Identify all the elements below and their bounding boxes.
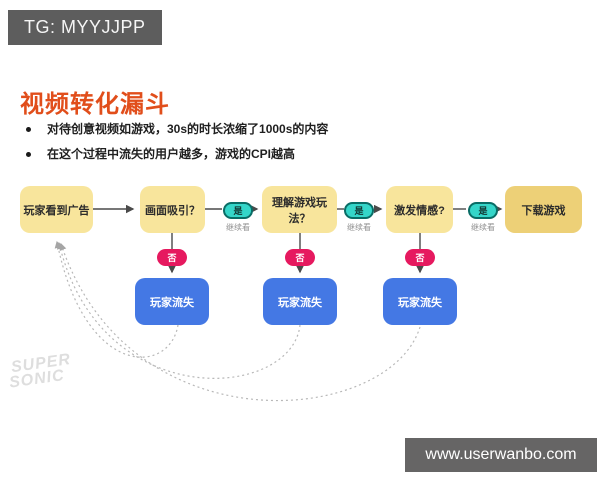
website-watermark-badge: www.userwanbo.com <box>405 438 597 472</box>
bullet-dot-icon <box>26 127 31 132</box>
bullet-item: 对待创意视频如游戏，30s的时长浓缩了1000s的内容 <box>26 122 466 137</box>
bullet-item: 在这个过程中流失的用户越多，游戏的CPI越高 <box>26 147 466 162</box>
no-pill-1: 否 <box>157 249 187 266</box>
website-watermark-label: www.userwanbo.com <box>425 446 577 463</box>
loop-churn3-stage1 <box>59 242 421 402</box>
bullet-dot-icon <box>26 152 31 157</box>
stage-evoke-emotion: 激发情感? <box>386 186 453 233</box>
telegram-watermark-label: TG: MYYJJPP <box>24 17 146 37</box>
telegram-watermark-badge: TG: MYYJJPP <box>8 10 162 45</box>
yes-pill-1: 是 <box>223 202 253 219</box>
no-pill-2: 否 <box>285 249 315 266</box>
yes-pill-3: 是 <box>468 202 498 219</box>
loop-churn2-stage1 <box>56 241 301 379</box>
yes-sublabel-1: 继续看 <box>226 223 250 232</box>
stage-see-ad: 玩家看到广告 <box>20 186 93 233</box>
stage-visual-appeal: 画面吸引？ <box>140 186 205 233</box>
stage-understand-gameplay: 理解游戏玩法？ <box>262 186 337 233</box>
yes-sublabel-3: 继续看 <box>471 223 495 232</box>
bullet-text: 对待创意视频如游戏，30s的时长浓缩了1000s的内容 <box>47 122 329 136</box>
bullet-list: 对待创意视频如游戏，30s的时长浓缩了1000s的内容 在这个过程中流失的用户越… <box>26 122 466 172</box>
no-pill-3: 否 <box>405 249 435 266</box>
churn-box-3: 玩家流失 <box>383 278 457 325</box>
bullet-text: 在这个过程中流失的用户越多，游戏的CPI越高 <box>47 147 296 161</box>
churn-box-2: 玩家流失 <box>263 278 337 325</box>
yes-sublabel-2: 继续看 <box>347 223 371 232</box>
loop-churn1-stage1 <box>54 240 179 358</box>
churn-box-1: 玩家流失 <box>135 278 209 325</box>
stage-download-game: 下载游戏 <box>505 186 582 233</box>
page-title: 视频转化漏斗 <box>20 91 170 118</box>
yes-pill-2: 是 <box>344 202 374 219</box>
